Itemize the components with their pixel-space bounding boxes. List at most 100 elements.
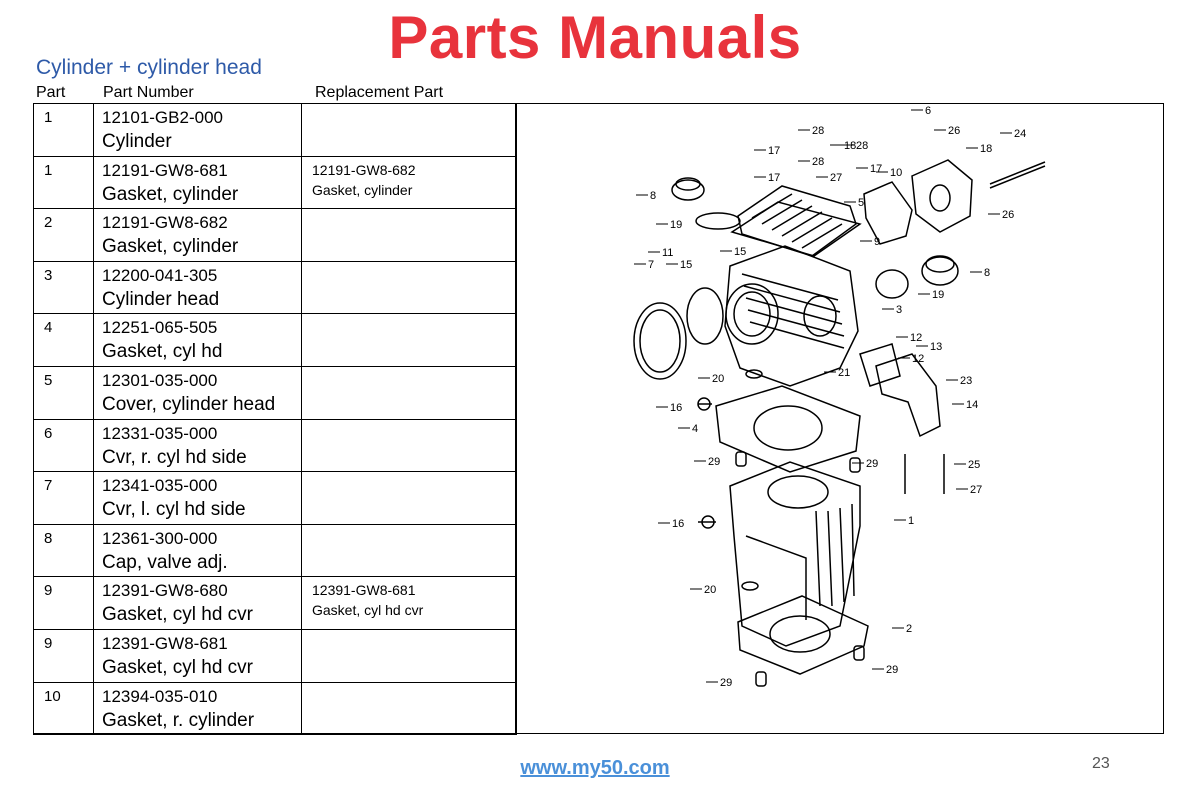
cylinder-drawing bbox=[729, 461, 861, 647]
section-subtitle: Cylinder + cylinder head bbox=[36, 56, 262, 79]
callout-label: 12 bbox=[912, 353, 924, 365]
part-number: 12391-GW8-680 bbox=[102, 581, 228, 601]
part-cell: 8 bbox=[33, 523, 94, 578]
callout-label: 26 bbox=[1002, 209, 1014, 221]
callout-label: 29 bbox=[720, 677, 732, 689]
side-cover-gasket-drawing bbox=[863, 181, 913, 245]
part-number: 12331-035-000 bbox=[102, 423, 218, 443]
part-description: Gasket, cylinder bbox=[102, 183, 239, 205]
replacement-cell bbox=[301, 471, 517, 525]
callout-label: 19 bbox=[670, 219, 682, 231]
replacement-description: Gasket, cyl hd cvr bbox=[312, 602, 424, 619]
part-description: Gasket, cyl hd cvr bbox=[102, 656, 253, 678]
footer-website-link[interactable]: www.my50.com bbox=[520, 757, 670, 779]
callout-label: 26 bbox=[948, 125, 960, 137]
part-description: Cylinder head bbox=[102, 288, 220, 310]
page-number: 23 bbox=[1092, 755, 1110, 772]
part-cell: 9 bbox=[33, 628, 94, 683]
replacement-cell bbox=[301, 260, 517, 315]
part-description: Cvr, r. cyl hd side bbox=[102, 446, 247, 468]
callout-label: 19 bbox=[932, 289, 944, 301]
part-description: Cylinder bbox=[102, 131, 172, 152]
part-description: Cover, cylinder head bbox=[102, 393, 276, 415]
part-cell: 9 bbox=[33, 576, 94, 630]
callout-label: 9 bbox=[874, 236, 880, 248]
callout-label: 7 bbox=[648, 259, 654, 271]
callout-label: 29 bbox=[866, 458, 878, 470]
callout-label: 28 bbox=[856, 140, 868, 152]
replacement-cell bbox=[301, 313, 517, 367]
part-index: 5 bbox=[44, 371, 53, 389]
replacement-cell bbox=[301, 681, 517, 736]
replacement-cell bbox=[301, 365, 517, 420]
callout-label: 27 bbox=[970, 484, 982, 496]
part-cell: 6 bbox=[33, 418, 94, 473]
part-description: Gasket, r. cylinder bbox=[102, 709, 255, 731]
part-index: 10 bbox=[44, 687, 61, 705]
replacement-cell bbox=[301, 208, 517, 262]
part-description: Gasket, cyl hd cvr bbox=[102, 604, 253, 626]
header-replacement-part: Replacement Part bbox=[315, 84, 444, 101]
replacement-cell bbox=[301, 103, 517, 157]
part-description: Cap, valve adj. bbox=[102, 551, 228, 573]
callout-label: 6 bbox=[925, 106, 931, 117]
callout-label: 17 bbox=[768, 172, 780, 184]
callout-label: 18 bbox=[844, 140, 856, 152]
part-number: 12101-GB2-000 bbox=[102, 108, 223, 127]
part-index: 7 bbox=[44, 477, 53, 495]
callout-label: 15 bbox=[680, 259, 692, 271]
callout-label: 28 bbox=[812, 156, 824, 168]
part-cell: 4 bbox=[33, 313, 94, 367]
callout-label: 23 bbox=[960, 375, 972, 387]
callout-label: 20 bbox=[704, 584, 716, 596]
callout-label: 28 bbox=[812, 125, 824, 137]
callout-label: 17 bbox=[870, 163, 882, 175]
part-number: 12394-035-010 bbox=[102, 686, 218, 706]
callout-label: 18 bbox=[980, 143, 992, 155]
part-description: Gasket, cyl hd bbox=[102, 341, 223, 363]
part-cell: 2 bbox=[33, 208, 94, 262]
callout-label: 20 bbox=[712, 373, 724, 385]
callout-label: 16 bbox=[672, 518, 684, 530]
cylinder-gasket-drawing bbox=[737, 595, 869, 675]
part-index: 9 bbox=[44, 582, 53, 600]
callout-label: 14 bbox=[966, 399, 978, 411]
callout-label: 25 bbox=[968, 459, 980, 471]
left-side-cover-drawing bbox=[633, 302, 687, 380]
part-index: 3 bbox=[44, 266, 53, 284]
replacement-number: 12191-GW8-682 bbox=[312, 161, 416, 178]
callout-label: 29 bbox=[886, 664, 898, 676]
callout-label: 11 bbox=[662, 247, 673, 259]
part-index: 6 bbox=[44, 424, 53, 442]
right-side-cover-drawing bbox=[911, 159, 973, 233]
part-cell: 3 bbox=[33, 260, 94, 315]
part-number: 12391-GW8-681 bbox=[102, 633, 228, 653]
replacement-cell bbox=[301, 418, 517, 473]
callout-label: 13 bbox=[930, 341, 942, 353]
callout-label: 4 bbox=[692, 423, 698, 435]
valve-cap-drawing bbox=[921, 256, 959, 286]
callout-label: 16 bbox=[670, 402, 682, 414]
part-cell: 10 bbox=[33, 681, 94, 736]
part-index: 1 bbox=[44, 161, 53, 179]
head-gasket-drawing bbox=[715, 385, 861, 473]
replacement-number: 12391-GW8-681 bbox=[312, 582, 416, 599]
head-cover-drawing bbox=[737, 185, 857, 257]
